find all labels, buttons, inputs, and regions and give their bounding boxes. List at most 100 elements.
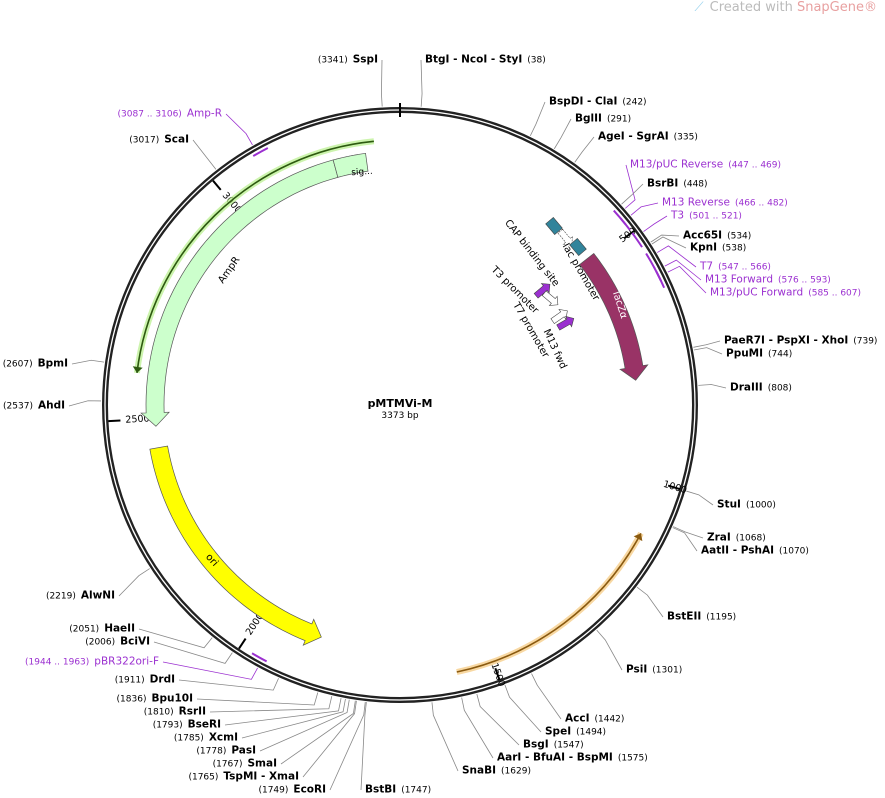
leader-line [624,164,636,209]
leader-line [667,265,707,294]
restriction-site-label[interactable]: AatII - PshAI(1070) [701,545,814,558]
primer-label[interactable]: T7(547 .. 566) [700,261,776,274]
restriction-site-label[interactable]: AarI - BfuAI - BspMI(1575) [497,752,653,765]
restriction-site-label[interactable]: BstEII(1195) [667,611,741,624]
leader-line [630,202,659,216]
orange-orf-line [456,532,642,673]
leader-line [329,701,366,791]
leader-line [636,586,664,618]
leader-line [461,697,494,759]
restriction-site-label[interactable]: KpnI(538) [690,242,751,255]
restriction-site-label[interactable]: (1767)SmaI [208,758,277,771]
restriction-site-label[interactable]: (2607) BpmI [0,358,68,371]
site-name: AgeI - SgrAI [598,130,669,143]
restriction-site-label[interactable]: PaeR7I - PspXI - XhoI(739) [724,335,882,348]
restriction-site-label[interactable]: (3341)SspI [313,54,378,67]
site-position: (501 .. 521) [689,211,742,222]
primer-label[interactable]: (3087 .. 3106)Amp-R [113,108,222,121]
site-name: BseRI [187,718,221,731]
restriction-site-label[interactable]: SnaBI(1629) [462,765,536,778]
site-position: (2537) [3,401,33,412]
restriction-site-label[interactable]: (1785)XcmI [169,732,238,745]
site-name: ScaI [164,133,189,146]
restriction-site-label[interactable]: BstBI(1747) [365,784,436,797]
restriction-site-label[interactable]: AgeI - SgrAI(335) [598,131,703,144]
restriction-site-label[interactable]: (2537)AhdI [0,400,65,413]
leader-line [224,698,342,726]
site-position: (1068) [735,533,766,544]
site-position: (1765) [188,772,219,783]
site-name: BsrBI [647,177,679,190]
primer-label[interactable]: M13 Forward(576 .. 593) [705,274,836,287]
tick-label: 2500 [125,413,150,425]
restriction-site-label[interactable]: (3017)ScaI [124,134,189,147]
leader-line [574,136,595,163]
lac-promoter-feature [557,228,573,246]
site-position: (2607) [2,359,33,370]
restriction-site-label[interactable]: (1793)BseRI [148,719,221,732]
restriction-site-label[interactable]: (1911)DrdI [110,674,175,687]
restriction-site-label[interactable]: PsiI (1301) [626,664,687,677]
site-position: (1785) [173,733,204,744]
restriction-site-label[interactable]: BtgI - NcoI - StyI(38) [425,54,551,67]
ampr-orf-line [136,140,374,373]
restriction-site-label[interactable]: (2051)HaeII [64,623,135,636]
restriction-site-label[interactable]: (1765) TspMI - XmaI [183,771,299,784]
plasmid-name: pMTMVi-M [367,397,433,410]
restriction-site-label[interactable]: SpeI(1494) [545,726,611,739]
restriction-site-label[interactable]: (1836)Bpu10I [112,693,193,706]
lacz-alpha-feature [579,252,649,381]
primer-label[interactable]: M13 Reverse(466 .. 482) [662,197,793,210]
primer-mark [631,232,643,248]
site-name: SpeI [545,725,572,738]
site-name: BpmI [37,357,68,370]
cap-site-2-feature [569,238,587,256]
site-name: BglII [575,112,602,125]
plasmid-length: 3373 bp [381,411,419,421]
primer-label[interactable]: M13/pUC Forward(585 .. 607) [710,287,866,300]
site-name: TspMI - XmaI [223,770,299,783]
restriction-site-label[interactable]: (1810)RsrII [139,706,206,719]
leader-line [71,359,105,365]
restriction-site-label[interactable]: BsrBI(448) [647,178,713,191]
restriction-site-label[interactable]: Acc65I(534) [683,230,756,243]
leader-line [686,490,714,506]
site-name: PsiI [626,663,648,676]
site-position: (547 .. 566) [718,262,771,273]
leader-line [643,215,668,232]
primer-label[interactable]: T3 (501 .. 521) [671,210,747,223]
site-name: AlwNI [80,589,115,602]
site-name: DraIII [730,381,763,394]
leader-line [596,629,623,671]
leader-line [192,139,217,170]
primer-label[interactable]: M13/pUC Reverse(447 .. 469) [630,159,786,172]
restriction-site-label[interactable]: PpuMI(744) [726,348,797,361]
site-position: (466 .. 482) [734,198,788,209]
site-name: BstEII [667,610,702,623]
site-name: EcoRI [293,783,326,796]
restriction-site-label[interactable]: (1749)EcoRI [253,784,326,797]
tick-mark [108,419,121,423]
restriction-site-label[interactable]: AccI(1442) [565,713,629,726]
restriction-site-label[interactable]: BsgI(1547) [523,739,589,752]
leader-line [241,698,346,739]
site-position: (1767) [212,759,243,770]
restriction-site-label[interactable]: (2006)BciVI [80,636,150,649]
ampr-feature [140,159,339,427]
site-name: PasI [231,744,256,757]
leader-line [693,340,721,348]
restriction-site-label[interactable]: (2219)AlwNI [41,590,115,603]
restriction-site-label[interactable]: BglII(291) [575,113,636,126]
primer-mark [655,270,666,289]
site-name: T3 [671,209,685,222]
site-position: (1301) [652,665,683,676]
primer-label[interactable]: (1944 .. 1963)pBR322ori-F [20,656,159,669]
restriction-site-label[interactable]: BspDI - ClaI(242) [549,96,652,109]
site-position: (1836) [116,694,147,705]
restriction-site-label[interactable]: (1778)PasI [191,745,256,758]
restriction-site-label[interactable]: DraIII(808) [730,382,797,395]
restriction-site-label[interactable]: ZraI(1068) [707,532,771,545]
site-position: (534) [727,231,752,242]
restriction-site-label[interactable]: StuI(1000) [717,499,781,512]
